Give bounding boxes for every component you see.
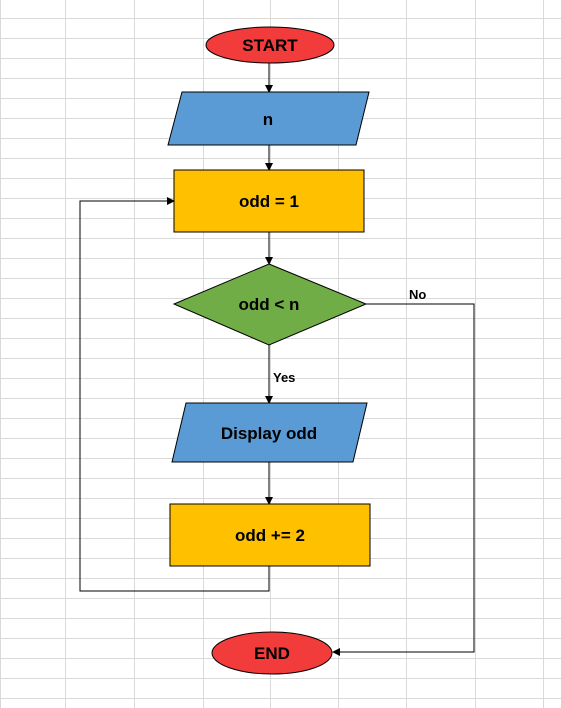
input-n-shape <box>167 91 370 146</box>
display-shape <box>171 402 368 463</box>
increment-shape <box>169 503 371 567</box>
init-odd-shape <box>173 169 365 233</box>
connectors <box>79 63 475 656</box>
init-odd-node: odd = 1 <box>173 169 365 233</box>
input-n-label: n <box>263 110 273 129</box>
no-edge-label: No <box>409 287 426 302</box>
condition-node: odd < n <box>172 263 368 346</box>
condition-diamond <box>172 263 368 346</box>
start-terminal-shape <box>205 26 335 64</box>
loop-back-connector <box>79 197 270 592</box>
yes-edge-label: Yes <box>273 370 295 385</box>
end-label: END <box>254 644 290 663</box>
end-terminal-shape <box>211 631 333 675</box>
increment-node: odd += 2 <box>169 503 371 567</box>
increment-label: odd += 2 <box>235 526 305 545</box>
display-label: Display odd <box>221 424 317 443</box>
start-node: START <box>205 26 335 64</box>
start-label: START <box>242 36 298 55</box>
display-node: Display odd <box>171 402 368 463</box>
init-odd-label: odd = 1 <box>239 192 299 211</box>
end-node: END <box>211 631 333 675</box>
condition-label: odd < n <box>239 295 300 314</box>
arrow-condition-no <box>332 303 475 656</box>
input-n-node: n <box>167 91 370 146</box>
